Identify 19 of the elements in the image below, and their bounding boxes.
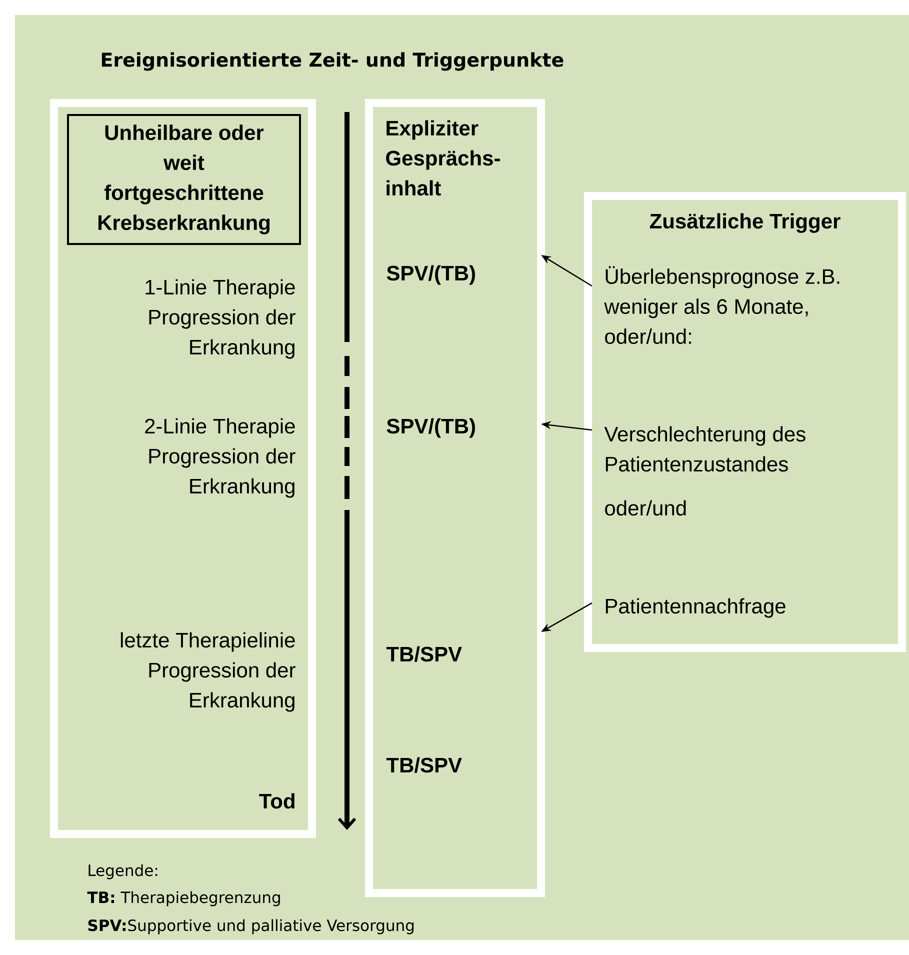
connector-text: oder/und [605,500,686,516]
content-label: SPV/(TB) [386,418,475,438]
content-label: TB/SPV [386,646,462,662]
trigger-label: Überlebensprognose z.B. weniger als 6 Monate, oder/und: [604,266,840,344]
event-label: Tod [259,793,294,809]
stage-label: 2-Linie Therapie Progression der Erkrankung [145,418,296,498]
content-label: TB/SPV [386,757,462,773]
trigger-label: Patientennachfrage [606,598,786,618]
legend-entry: TB: Therapiebegrenzung [87,891,280,906]
content-label: SPV/(TB) [386,265,475,285]
trigger-label: Verschlechterung des Patientenzustandes [604,426,806,472]
legend-entry: SPV:Supportive und palliative Versorgung [88,919,414,934]
legend-heading: Legende: [88,864,158,880]
diagnosis-box: Unheilbare oder weit fortgeschrittene Krebserkrankung [67,114,301,245]
column-heading: Expliziter Gesprächs- inhalt [386,120,500,196]
stage-label: letzte Therapielinie Progression der Erkrankung [120,632,296,712]
column-heading: Zusätzliche Trigger [650,213,840,233]
title: Ereignisorientierte Zeit- und Triggerpunkte [102,52,564,71]
stage-label: 1-Linie Therapie Progression der Erkrankung [146,279,296,359]
